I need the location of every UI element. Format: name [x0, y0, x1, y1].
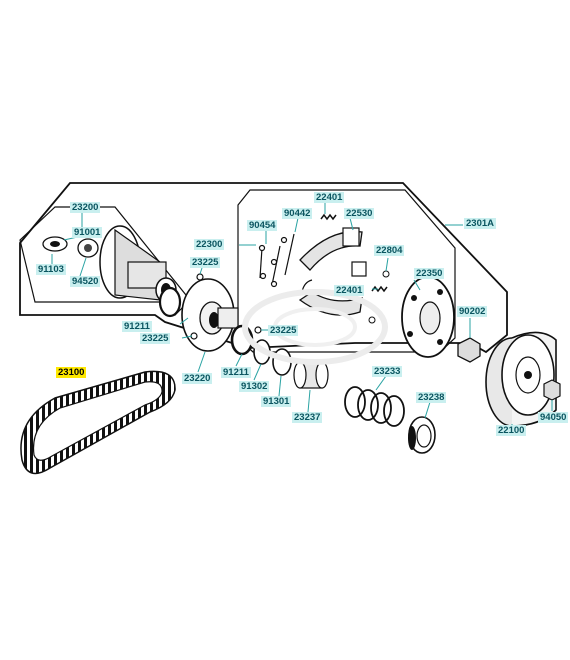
label-23238: 23238: [416, 392, 447, 403]
driven-pulley: [99, 225, 182, 318]
seal-23238: [408, 416, 436, 454]
label-23225-low: 23225: [140, 333, 171, 344]
label-2301A: 2301A: [464, 218, 496, 229]
leader-lines: [51, 203, 553, 428]
label-22530: 22530: [344, 208, 375, 219]
label-91103: 91103: [36, 264, 66, 275]
label-22300: 22300: [194, 239, 225, 250]
label-22100: 22100: [496, 425, 527, 436]
label-23225-upper: 23225: [190, 257, 221, 268]
drive-belt: [20, 370, 176, 475]
label-23225-mid: 23225: [268, 325, 299, 336]
label-91211-left: 91211: [122, 321, 152, 332]
label-23100-highlighted: 23100: [56, 367, 87, 378]
nut-90202: [457, 337, 481, 363]
label-91211-mid: 91211: [221, 367, 251, 378]
clutch-plate: [401, 276, 455, 358]
label-22401-lower: 22401: [334, 285, 365, 296]
label-91301: 91301: [261, 396, 292, 407]
label-23220: 23220: [182, 373, 213, 384]
label-94050: 94050: [538, 412, 569, 423]
pins: [258, 233, 295, 288]
collar-23237: [293, 361, 329, 389]
label-22804: 22804: [374, 245, 405, 256]
label-91001: 91001: [72, 227, 103, 238]
label-23233: 23233: [372, 366, 403, 377]
label-90442: 90442: [282, 208, 313, 219]
label-22401-top: 22401: [314, 192, 345, 203]
washer-small: [368, 316, 376, 324]
label-90202: 90202: [457, 306, 488, 317]
label-23237: 23237: [292, 412, 323, 423]
bearing-part: [42, 236, 99, 258]
assembly-outline: [19, 182, 508, 354]
clutch-drum: [485, 331, 557, 427]
spring-23233: [344, 386, 405, 427]
label-23200: 23200: [70, 202, 101, 213]
label-91302: 91302: [239, 381, 270, 392]
label-22350: 22350: [414, 268, 445, 279]
label-94520: 94520: [70, 276, 101, 287]
label-90454: 90454: [247, 220, 278, 231]
nut-94050: [543, 379, 561, 401]
spring-22401: [320, 213, 388, 293]
